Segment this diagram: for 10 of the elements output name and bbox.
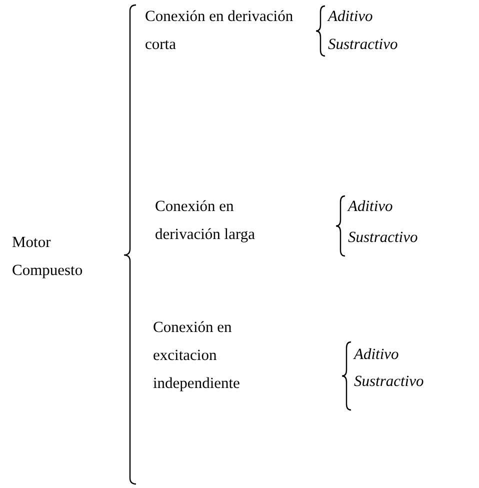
heading-label: Conexión en derivación larga bbox=[155, 197, 255, 245]
category-label: Sustractivo bbox=[328, 35, 399, 55]
heading-label: Conexión en excitacion independiente bbox=[153, 318, 241, 394]
category-label: Aditivo bbox=[328, 7, 374, 27]
heading-label: Conexión en derivación corta bbox=[145, 7, 294, 55]
category-label: Sustractivo bbox=[354, 372, 425, 392]
category-label: Aditivo bbox=[348, 197, 394, 217]
category-label: Aditivo bbox=[354, 345, 400, 365]
category-label: Sustractivo bbox=[348, 228, 419, 248]
heading-label: Motor Compuesto bbox=[12, 233, 84, 281]
